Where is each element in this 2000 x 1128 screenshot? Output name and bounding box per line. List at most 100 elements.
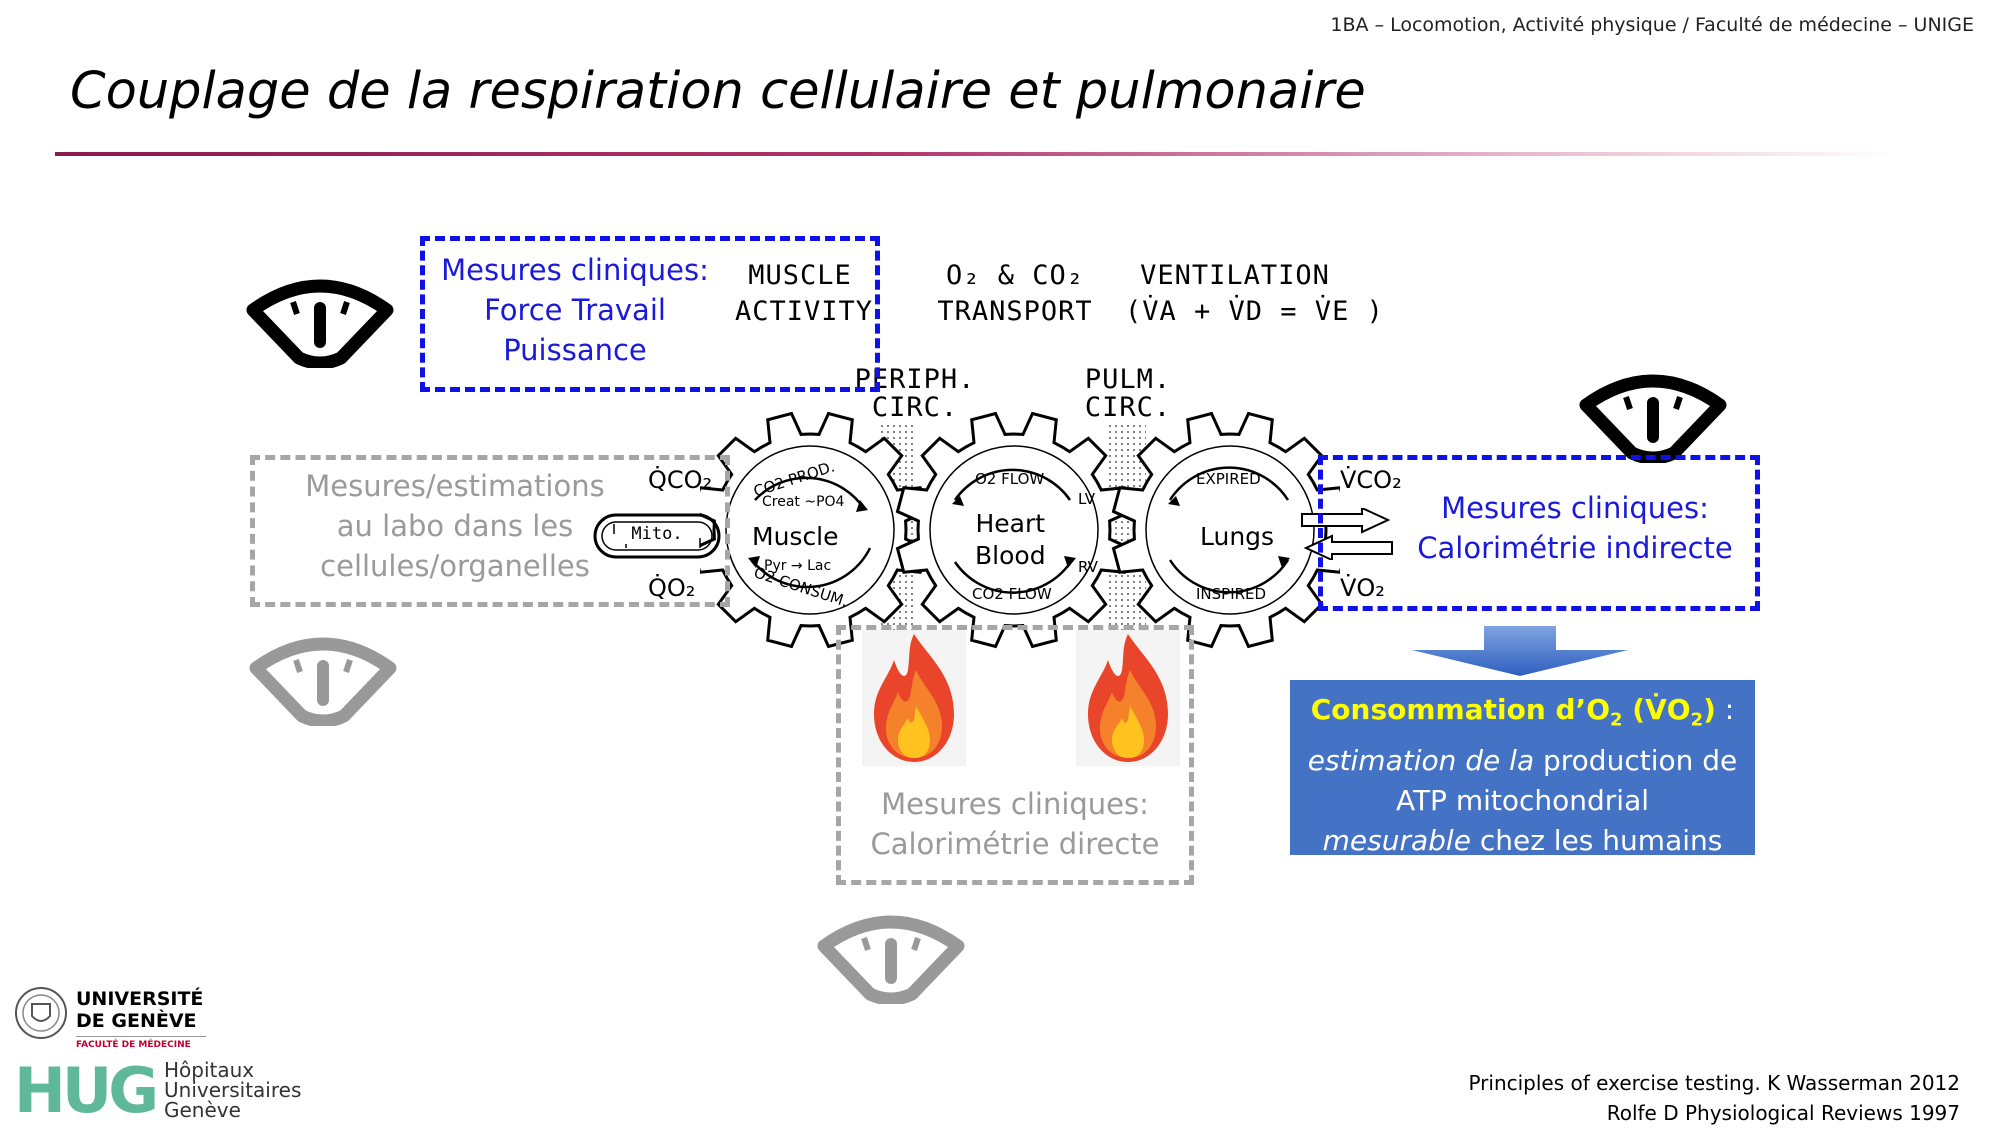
arrow-head	[952, 496, 964, 506]
transport-line2: TRANSPORT	[937, 296, 1093, 327]
scale-gauge-icon	[817, 915, 965, 1004]
direct-calorimetry-text: Mesures cliniques: Calorimétrie directe	[846, 784, 1184, 864]
slide-title: Couplage de la respiration cellulaire et…	[70, 62, 1366, 121]
pulm-circ-label: PULM. CIRC.	[1068, 366, 1188, 422]
blood-label: Blood	[975, 541, 1046, 570]
lab-measures-text: Mesures/estimations au labo dans les cel…	[270, 466, 640, 586]
heart-bottom-arc	[953, 559, 1074, 594]
muscle-gear-label: Muscle	[752, 522, 839, 551]
lungs-gear-label: Lungs	[1200, 522, 1275, 551]
arrow-head	[1278, 556, 1290, 568]
ventilation-label: VENTILATION (V̇A + V̇D = V̇E )	[1125, 258, 1384, 330]
qco2-label: Q̇CO₂	[648, 466, 713, 494]
muscle-sub-top: Creat ~PO4	[762, 494, 845, 510]
title-divider	[55, 152, 1895, 156]
heart-top-arc-label: O2 FLOW	[975, 470, 1045, 488]
unige-seal-icon	[15, 987, 67, 1039]
heart-gear-label: Heart Blood	[975, 508, 1046, 572]
references: Principles of exercise testing. K Wasser…	[1468, 1068, 1960, 1128]
scale-gauge-icon	[246, 279, 394, 368]
result-colon: :	[1715, 693, 1735, 726]
force-line1: Mesures cliniques:	[441, 253, 709, 287]
force-line3: Puissance	[503, 333, 647, 367]
arrow-head	[748, 556, 760, 568]
exchange-arrows-icon	[1301, 508, 1393, 560]
result-title-line: Consommation d’O2 (V̇O2) :	[1290, 690, 1755, 741]
result-line3: mesurable chez les humains	[1322, 823, 1723, 857]
hug-line3: Genève	[164, 1098, 241, 1122]
indirect-calorimetry-text: Mesures cliniques: Calorimétrie indirect…	[1405, 488, 1745, 568]
result-line2: ATP mitochondrial	[1395, 783, 1650, 817]
rv-label: RV	[1078, 558, 1098, 576]
flame-icon	[862, 630, 966, 766]
reference-2: Rolfe D Physiological Reviews 1997	[1606, 1101, 1960, 1125]
heart-top-arc	[953, 468, 1072, 501]
lungs-bottom-arc-label: INSPIRED	[1196, 585, 1267, 603]
direct-line1: Mesures cliniques:	[881, 787, 1149, 821]
gears-diagram	[700, 411, 1340, 649]
transport-label: O₂ & CO₂ TRANSPORT	[925, 258, 1105, 330]
transport-line1: O₂ & CO₂	[945, 260, 1085, 291]
force-measures-box	[420, 236, 880, 392]
lab-line1: Mesures/estimations	[305, 469, 605, 503]
ventilation-line1: VENTILATION	[1140, 260, 1330, 291]
muscle-activity-line2: ACTIVITY	[735, 296, 874, 327]
scale-gauge-icon	[1579, 374, 1727, 463]
hug-letters: HUG	[14, 1054, 159, 1127]
lungs-gear-icon	[1111, 411, 1340, 649]
unige-divider	[76, 1036, 206, 1037]
pulm-line1: PULM.	[1084, 364, 1172, 395]
lungs-top-arc-label: EXPIRED	[1196, 470, 1261, 488]
gear-outline	[895, 411, 1133, 649]
lab-line2: au labo dans les	[336, 509, 574, 543]
muscle-sub-bottom: Pyr → Lac	[764, 558, 832, 574]
hug-logo: HUG Hôpitaux Universitaires Genève	[14, 1056, 301, 1126]
vo2-label: V̇O₂	[1340, 574, 1385, 602]
lab-line3: cellules/organelles	[320, 549, 590, 583]
lab-measures-box	[250, 455, 730, 607]
unige-faculty: FACULTÉ DE MÉDECINE	[76, 1040, 191, 1050]
flame-icon	[1076, 630, 1180, 766]
vo2-result-box: Consommation d’O2 (V̇O2) : estimation de…	[1290, 680, 1755, 857]
hug-name: Hôpitaux Universitaires Genève	[164, 1060, 301, 1120]
unige-logo: UNIVERSITÉ DE GENÈVE FACULTÉ DE MÉDECINE	[14, 986, 244, 1056]
scale-gauge-icon	[249, 637, 397, 726]
gear-inner-ring	[1145, 445, 1315, 615]
force-measures-text: Mesures cliniques: Force Travail Puissan…	[440, 250, 710, 370]
unige-line1: UNIVERSITÉ	[76, 988, 204, 1010]
mito-label: Mito.	[620, 524, 694, 544]
heart-bottom-arc-label: CO2 FLOW	[972, 585, 1052, 603]
course-header: 1BA – Locomotion, Activité physique / Fa…	[1330, 14, 1974, 36]
heart-gear-icon	[895, 411, 1133, 649]
vco2-label: V̇CO₂	[1340, 466, 1402, 494]
indirect-line1: Mesures cliniques:	[1441, 491, 1709, 525]
arrow-head	[856, 500, 868, 512]
indirect-calorimetry-box	[1318, 455, 1760, 611]
heart-label: Heart	[975, 509, 1046, 538]
arrow-head	[1168, 496, 1180, 506]
result-line1: estimation de la production de	[1307, 743, 1738, 777]
arrow-head	[1064, 556, 1076, 568]
lv-label: LV	[1078, 490, 1095, 508]
force-line2: Force Travail	[484, 293, 666, 327]
down-arrow-icon	[1412, 626, 1628, 676]
periph-line2: CIRC.	[871, 392, 959, 423]
muscle-top-arc	[754, 476, 867, 511]
hug-line1: Hôpitaux	[164, 1058, 255, 1082]
ventilation-line2: (V̇A + V̇D = V̇E )	[1125, 296, 1384, 327]
muscle-bottom-arc	[751, 547, 872, 589]
muscle-activity-label: MUSCLE ACTIVITY	[735, 258, 874, 330]
direct-line2: Calorimétrie directe	[870, 827, 1160, 861]
qo2-label: Q̇O₂	[648, 574, 696, 602]
unige-name: UNIVERSITÉ DE GENÈVE	[76, 988, 203, 1032]
reference-1: Principles of exercise testing. K Wasser…	[1468, 1071, 1960, 1095]
direct-calorimetry-box	[836, 625, 1194, 885]
indirect-line2: Calorimétrie indirecte	[1417, 531, 1733, 565]
pulm-line2: CIRC.	[1084, 392, 1172, 423]
mitochondria-icon	[593, 513, 721, 559]
lungs-top-arc	[1168, 466, 1290, 501]
muscle-activity-line1: MUSCLE	[748, 260, 852, 291]
unige-line2: DE GENÈVE	[76, 1010, 197, 1032]
hug-line2: Universitaires	[164, 1078, 302, 1102]
gear-inner-ring	[929, 445, 1099, 615]
